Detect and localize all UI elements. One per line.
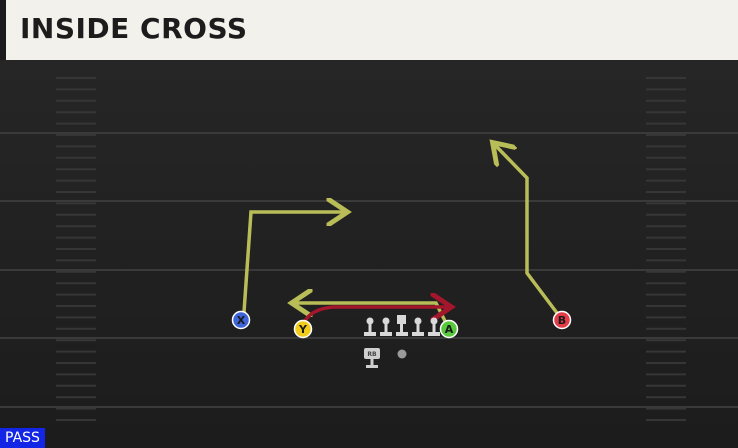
lineman-icon [364,317,376,336]
offensive-line [364,315,440,336]
hash-marks [56,77,686,421]
y-route [303,307,448,322]
field-surface [0,60,738,448]
play-title: INSIDE CROSS [20,12,248,45]
player-x[interactable]: X [231,310,251,330]
pass-badge: PASS [0,428,45,448]
qb-marker[interactable] [397,349,407,359]
player-x-label: X [237,314,246,327]
play-title-bar: INSIDE CROSS [0,0,738,60]
lineman-icon [412,317,424,336]
player-y[interactable]: Y [293,319,313,339]
player-a-label: A [445,323,454,336]
player-b-label: B [558,314,566,327]
b-route [495,145,559,315]
rb-marker[interactable]: RB [364,348,380,368]
x-route [242,212,344,313]
rb-label: RB [367,351,377,358]
title-accent [0,0,6,60]
player-y-label: Y [298,323,308,336]
player-b[interactable]: B [552,310,572,330]
yard-lines [0,132,738,408]
center-icon [396,315,408,336]
lineman-icon [380,317,392,336]
lineman-icon [428,317,440,336]
player-a[interactable]: A [439,319,459,339]
